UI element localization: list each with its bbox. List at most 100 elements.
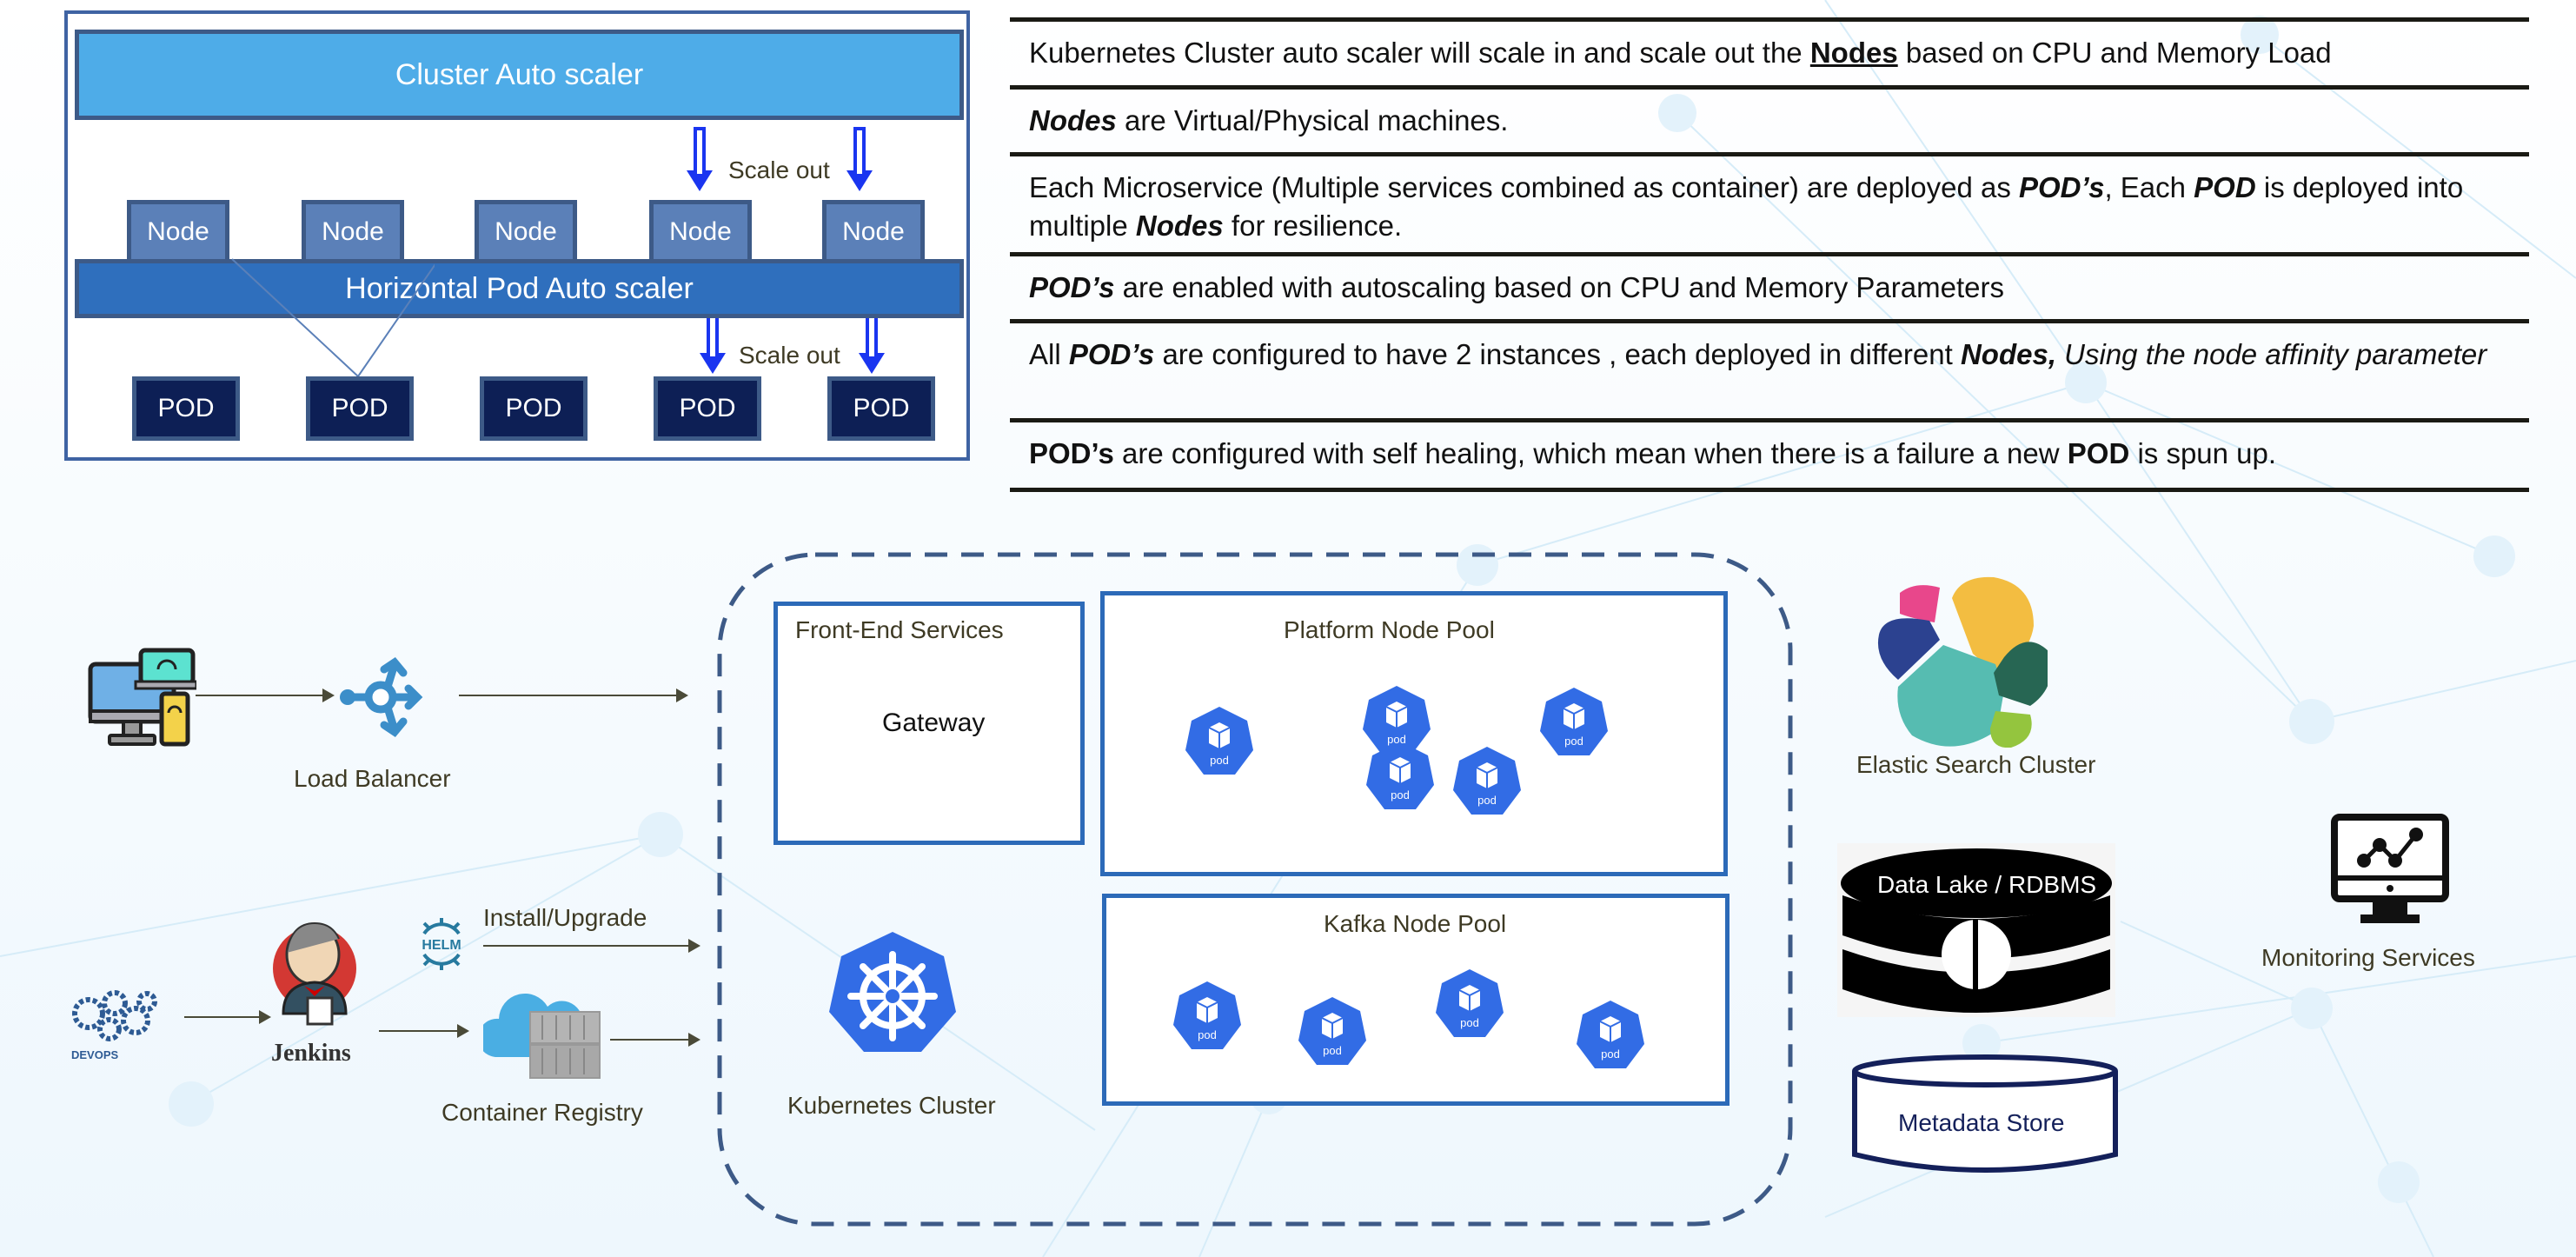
note-row: Nodes are Virtual/Physical machines. <box>1010 85 2529 152</box>
pod-icon: pod <box>1366 742 1434 809</box>
pod-icon: pod <box>1298 997 1366 1065</box>
pod-icon: pod <box>1453 747 1521 815</box>
svg-text:pod: pod <box>1198 1028 1217 1041</box>
pod-box: POD <box>827 376 935 441</box>
svg-text:pod: pod <box>1564 735 1583 748</box>
node-box: Node <box>475 200 577 264</box>
note-text: POD’s <box>1029 271 1115 303</box>
metadata-store-cylinder-icon <box>1852 1054 2118 1173</box>
kubernetes-cluster-boundary <box>717 552 1793 1227</box>
load-balancer-label: Load Balancer <box>294 765 451 792</box>
container-registry-label: Container Registry <box>442 1099 643 1126</box>
note-row: POD’s are enabled with autoscaling based… <box>1010 252 2529 319</box>
pod-icon: pod <box>1436 969 1504 1037</box>
gateway-label: Gateway <box>882 708 986 737</box>
note-text: POD’s <box>1029 437 1114 469</box>
pod-box: POD <box>306 376 414 441</box>
note-row: Each Microservice (Multiple services com… <box>1010 152 2529 252</box>
svg-text:pod: pod <box>1210 754 1229 767</box>
horizontal-pod-autoscaler-bar: Horizontal Pod Auto scaler <box>75 259 964 318</box>
jenkins-label: Jenkins <box>271 1040 351 1067</box>
pod-icon: pod <box>1363 686 1431 754</box>
install-upgrade-label: Install/Upgrade <box>483 904 647 931</box>
pod-box: POD <box>480 376 588 441</box>
note-text: is spun up. <box>2129 437 2277 469</box>
cluster-autoscaler-bar: Cluster Auto scaler <box>75 30 964 120</box>
scale-out-arrow-icon <box>846 127 873 191</box>
scale-out-arrow-icon <box>700 318 726 374</box>
scale-out-pods-label: Scale out <box>739 342 840 369</box>
devops-gears-icon: DEVOPS <box>71 990 157 1061</box>
pod-icon: pod <box>1173 981 1241 1049</box>
note-text: POD’s <box>2019 171 2105 203</box>
kafka-node-pool-box: Kafka Node Pool pod pod pod pod <box>1102 894 1730 1106</box>
node-box: Node <box>822 200 925 264</box>
note-text: POD <box>2067 437 2130 469</box>
arrow-to-jenkins <box>184 1010 271 1024</box>
scale-out-arrow-icon <box>859 318 885 374</box>
devops-label: DEVOPS <box>71 1048 119 1061</box>
elastic-search-label: Elastic Search Cluster <box>1856 751 2096 778</box>
note-text: , Each <box>2104 171 2194 203</box>
registry-to-cluster-arrow <box>610 1033 700 1047</box>
jenkins-icon <box>273 921 356 1026</box>
note-text: based on CPU and Memory Load <box>1897 37 2332 69</box>
note-row: All POD’s are configured to have 2 insta… <box>1010 319 2529 418</box>
pod-box: POD <box>654 376 761 441</box>
node-box: Node <box>649 200 752 264</box>
scale-out-nodes-label: Scale out <box>728 156 830 183</box>
note-row: Kubernetes Cluster auto scaler will scal… <box>1010 17 2529 85</box>
elastic-search-icon <box>1877 576 2048 748</box>
node-box: Node <box>127 200 229 264</box>
pod-icon: pod <box>1577 1001 1644 1068</box>
note-text: is deployed into multiple <box>1029 171 2464 242</box>
scale-out-arrow-icon <box>687 127 713 191</box>
svg-text:pod: pod <box>1601 1048 1620 1061</box>
kafka-node-pool-title: Kafka Node Pool <box>1324 910 1507 937</box>
kubernetes-icon <box>829 932 956 1052</box>
pod-icon: pod <box>1185 707 1253 775</box>
note-text: for resilience. <box>1223 210 1403 242</box>
monitoring-icon <box>2331 814 2449 923</box>
pod-icon: pod <box>1540 688 1608 755</box>
note-row: POD’s are configured with self healing, … <box>1010 418 2529 492</box>
pod-box: POD <box>132 376 240 441</box>
note-text: are enabled with autoscaling based on CP… <box>1114 271 2004 303</box>
svg-text:pod: pod <box>1323 1044 1342 1057</box>
svg-text:pod: pod <box>1387 733 1406 746</box>
note-text: Nodes <box>1029 104 1117 136</box>
monitoring-services-label: Monitoring Services <box>2261 944 2475 971</box>
arrow-to-cluster <box>459 688 688 702</box>
note-text: Using the node affinity parameter <box>2056 338 2487 370</box>
helm-icon: HELM <box>422 918 461 970</box>
front-end-services-box: Front-End Services Gateway <box>773 602 1085 845</box>
container-registry-icon <box>483 993 601 1079</box>
svg-text:pod: pod <box>1391 788 1410 801</box>
arrow-to-load-balancer <box>196 688 335 702</box>
kubernetes-cluster-label: Kubernetes Cluster <box>787 1092 996 1119</box>
note-text: Nodes, <box>1960 338 2056 370</box>
note-text: Nodes <box>1135 210 1224 242</box>
note-text: Kubernetes Cluster auto scaler will scal… <box>1029 37 1810 69</box>
helm-label: HELM <box>422 938 461 953</box>
note-text: POD’s <box>1068 338 1155 370</box>
svg-text:pod: pod <box>1477 794 1497 807</box>
data-lake-label: Data Lake / RDBMS <box>1877 871 2097 898</box>
helm-install-arrow <box>483 939 700 953</box>
platform-node-pool-box: Platform Node Pool pod pod pod pod pod <box>1100 591 1728 876</box>
platform-node-pool-title: Platform Node Pool <box>1284 616 1495 643</box>
note-text: POD <box>2194 171 2256 203</box>
notes-table: Kubernetes Cluster auto scaler will scal… <box>1010 17 2529 492</box>
front-end-services-title: Front-End Services <box>795 616 1004 643</box>
note-text: Each Microservice (Multiple services com… <box>1029 171 2019 203</box>
note-text: Nodes <box>1809 37 1898 69</box>
client-devices-icon <box>88 648 196 747</box>
pod-node-affinity-lines <box>231 258 435 377</box>
note-text: are Virtual/Physical machines. <box>1116 104 1509 136</box>
load-balancer-icon <box>340 657 423 737</box>
metadata-store-label: Metadata Store <box>1898 1109 2065 1136</box>
note-text: are configured with self healing, which … <box>1113 437 2068 469</box>
note-text: All <box>1029 338 1069 370</box>
data-lake-database-icon <box>1837 843 2115 1017</box>
note-text: are configured to have 2 instances , eac… <box>1154 338 1961 370</box>
